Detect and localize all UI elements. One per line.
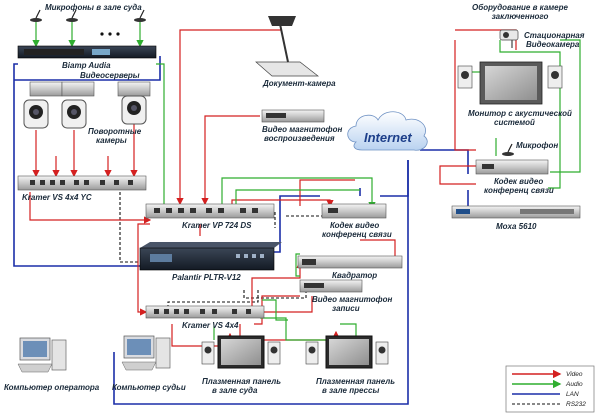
moxa-device [451, 205, 581, 219]
label-stationary-cam-2: Видеокамера [526, 40, 580, 49]
legend: Video Audio LAN RS232 [505, 365, 595, 413]
label-quadrator: Квадратор [332, 271, 377, 280]
audio-connections [32, 22, 581, 341]
label-kramer-vp724: Kramer VP 724 DS [182, 221, 252, 230]
ptz-camera-icon-3 [121, 95, 147, 125]
label-mics-court: Микрофоны в зале суда [45, 3, 142, 12]
label-video-servers: Видеосерверы [80, 71, 140, 80]
label-kramer-vs4x4yc: Kramer VS 4x4 YC [22, 193, 92, 202]
plasma-court-device [201, 335, 281, 369]
vcr-playback-device [261, 109, 325, 123]
label-biamp: Biamp Audia [62, 61, 111, 70]
ptz-camera-icon-1 [23, 99, 49, 129]
label-pc-judge: Компьютер судьи [112, 383, 186, 392]
kramer-vp724-device [145, 203, 275, 219]
legend-lan: LAN [566, 391, 579, 398]
label-doc-camera: Документ-камера [262, 79, 336, 88]
label-plasma-court-1: Плазменная панель [202, 377, 281, 386]
court-microphones [30, 9, 146, 36]
speaker-icon-right [547, 65, 563, 89]
palantir-device [139, 242, 282, 271]
label-palantir: Palantir PLTR-V12 [172, 273, 241, 282]
label-vcr-play-1: Видео магнитофон [262, 125, 342, 134]
label-vcr-rec-2: записи [332, 304, 360, 313]
biamp-audia-device [17, 45, 157, 59]
monitor-acoustic-device [457, 61, 563, 105]
pc-judge-icon [121, 335, 171, 371]
label-stationary-cam-1: Стационарная [524, 31, 585, 40]
label-equipment-room: Оборудование в камере [472, 3, 569, 12]
label-internet: Internet [364, 130, 412, 145]
ptz-camera-icon-2 [61, 99, 87, 129]
label-ptz-cam-2: камеры [96, 136, 127, 145]
kramer-vs4x4-device [145, 305, 265, 319]
label-ptz-cam-1: Поворотные [88, 127, 142, 136]
speaker-icon-court-left [201, 341, 215, 365]
label-codec-mid-1: Кодек видео [330, 221, 379, 230]
document-camera-icon [255, 16, 320, 77]
microphone-icon-room [502, 143, 514, 156]
speaker-icon-press-left [305, 341, 319, 365]
label-kramer-vs4x4: Kramer VS 4x4 [182, 321, 239, 330]
ptz-cameras [23, 95, 147, 129]
pc-operator-icon [17, 337, 67, 373]
plasma-press-device [305, 335, 389, 369]
microphone-icon-1 [30, 9, 42, 22]
label-equipment-room-2: заключенного [492, 12, 549, 21]
video-servers [29, 81, 151, 97]
label-pc-operator: Компьютер оператора [4, 383, 100, 392]
kramer-vs4x4yc-device [17, 175, 147, 191]
vcr-record-device [299, 279, 363, 293]
label-vcr-rec-1: Видео магнитофон [312, 295, 392, 304]
microphone-icon-2 [66, 9, 78, 22]
label-codec-mid-2: конференц связи [322, 230, 392, 239]
label-plasma-press-1: Плазменная панель [316, 377, 395, 386]
codec-right-device [475, 159, 549, 175]
microphone-icon-3 [134, 9, 146, 22]
label-plasma-press-2: в зале прессы [322, 386, 379, 395]
legend-video: Video [566, 371, 583, 378]
legend-audio: Audio [565, 381, 583, 388]
codec-mid-device [321, 203, 387, 219]
internet-cloud-icon [347, 111, 428, 151]
stationary-camera-icon [499, 29, 519, 48]
label-monitor-2: системой [494, 118, 535, 127]
label-plasma-court-2: в зале суда [212, 386, 258, 395]
speaker-icon-left [457, 65, 473, 89]
speaker-icon-press-right [375, 341, 389, 365]
label-moxa: Moxa 5610 [496, 222, 537, 231]
label-vcr-play-2: воспроизведения [264, 134, 335, 143]
quadrator-device [297, 255, 403, 269]
label-monitor-1: Монитор с акустической [468, 109, 572, 118]
label-codec-right-1: Кодек видео [494, 177, 543, 186]
label-codec-right-2: конференц связи [484, 186, 554, 195]
label-microphone: Микрофон [516, 141, 558, 150]
legend-rs232: RS232 [566, 401, 586, 408]
speaker-icon-court-right [267, 341, 281, 365]
